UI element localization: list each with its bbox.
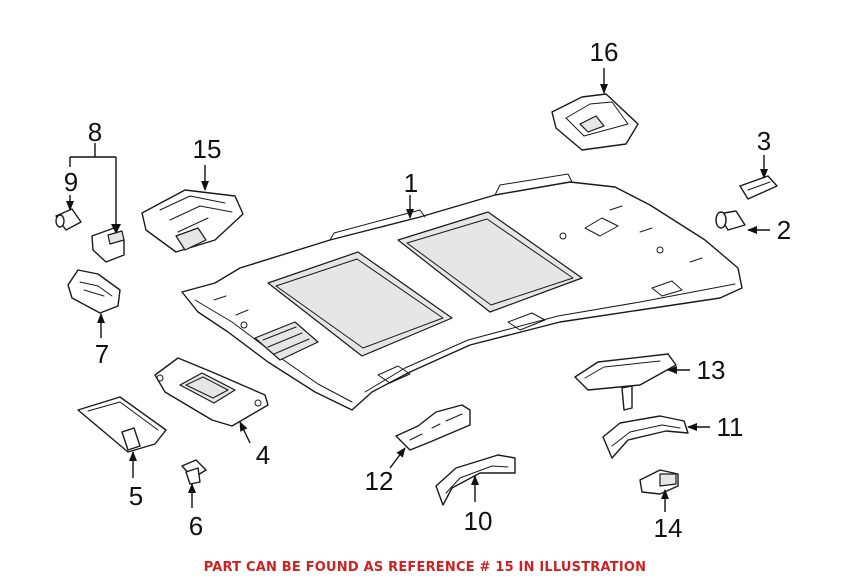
leader-lines [66, 68, 770, 512]
leader-4 [239, 421, 251, 444]
grab-handle-part-11 [602, 415, 689, 459]
callout-9: 9 [64, 167, 78, 197]
callout-3: 3 [757, 126, 771, 156]
callout-16: 16 [590, 37, 619, 67]
leader-8 [69, 143, 117, 230]
callout-13: 13 [697, 355, 726, 385]
visor-bracket-part-7 [67, 269, 121, 314]
callout-5: 5 [129, 481, 143, 511]
callout-4: 4 [256, 440, 270, 470]
callout-1: 1 [404, 168, 418, 198]
handle-bracket-part-12 [395, 404, 471, 451]
bulb-part-9 [55, 208, 82, 231]
sun-visor-part-4 [154, 357, 269, 427]
dome-lamp-part-16 [551, 93, 639, 151]
sun-visor-part-5 [77, 396, 167, 453]
switch-part-14 [639, 469, 679, 495]
callout-12: 12 [365, 466, 394, 496]
clip-part-3 [739, 175, 778, 200]
lamp-part-8 [91, 227, 125, 263]
callout-10: 10 [464, 506, 493, 536]
callout-6: 6 [189, 511, 203, 541]
lamp-part-13 [574, 353, 677, 411]
callout-numbers: 1 2 3 4 5 6 7 8 9 10 11 12 13 14 15 16 [64, 37, 791, 543]
visor-clip-part-6 [181, 459, 207, 485]
overhead-console-part-15 [141, 189, 244, 253]
headliner-part [181, 173, 743, 411]
leader-12 [389, 447, 406, 469]
callout-11: 11 [717, 412, 744, 442]
callout-8: 8 [88, 117, 102, 147]
reference-caption: PART CAN BE FOUND AS REFERENCE # 15 IN I… [203, 560, 647, 575]
grab-handle-part-10 [435, 454, 516, 506]
clip-part-2 [715, 210, 746, 231]
callout-15: 15 [193, 134, 222, 164]
callout-2: 2 [777, 215, 791, 245]
callout-14: 14 [654, 513, 683, 543]
callout-7: 7 [95, 339, 109, 369]
